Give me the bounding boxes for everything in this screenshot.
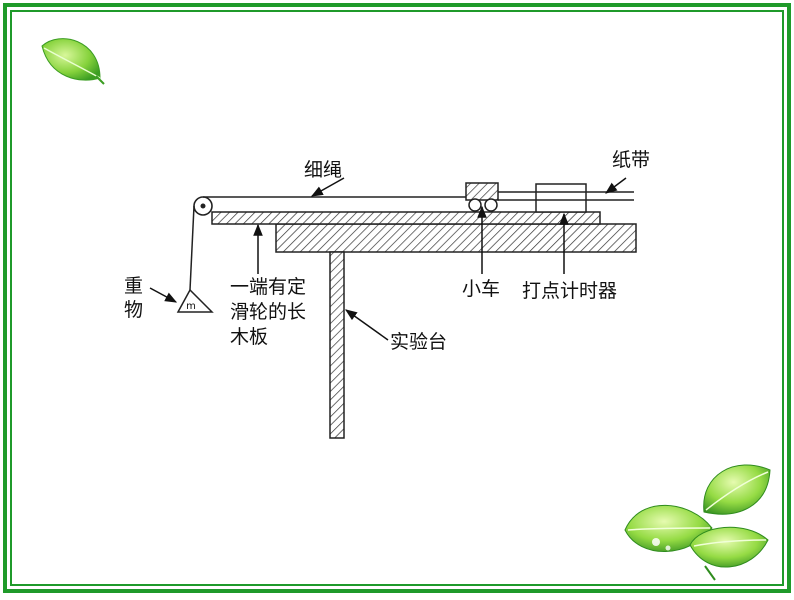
table-label: 实验台 <box>390 331 447 353</box>
label-leaders <box>149 177 627 341</box>
board-label-2: 滑轮的长 <box>230 301 306 323</box>
cart-label: 小车 <box>462 278 500 300</box>
rope-label: 细绳 <box>304 159 342 181</box>
leaf-cluster-icon <box>624 464 771 581</box>
weight-arrow <box>149 287 178 303</box>
board-label-3: 木板 <box>230 326 268 348</box>
timer <box>535 183 587 213</box>
pulley <box>193 196 213 216</box>
table-leg <box>329 251 345 439</box>
long-board <box>211 211 601 225</box>
apparatus: m <box>176 182 637 439</box>
slide-frame <box>3 3 791 593</box>
cart <box>465 182 499 212</box>
weight <box>176 288 214 313</box>
board-label-1: 一端有定 <box>230 276 306 298</box>
string-vertical <box>189 205 195 291</box>
table-arrow <box>345 309 389 341</box>
weight-mark: m <box>186 301 196 312</box>
tape-arrow <box>605 177 627 194</box>
timer-label: 打点计时器 <box>522 280 617 302</box>
weight-label-2: 物 <box>124 299 143 321</box>
labels: 细绳 纸带 重 物 一端有定 滑轮的长 木板 小车 打点计时器 实验台 <box>124 149 650 353</box>
rope-arrow <box>310 177 345 197</box>
tape-label: 纸带 <box>612 149 650 171</box>
leaf-icon <box>41 38 105 85</box>
table-top <box>275 223 637 253</box>
weight-label-1: 重 <box>124 275 143 297</box>
